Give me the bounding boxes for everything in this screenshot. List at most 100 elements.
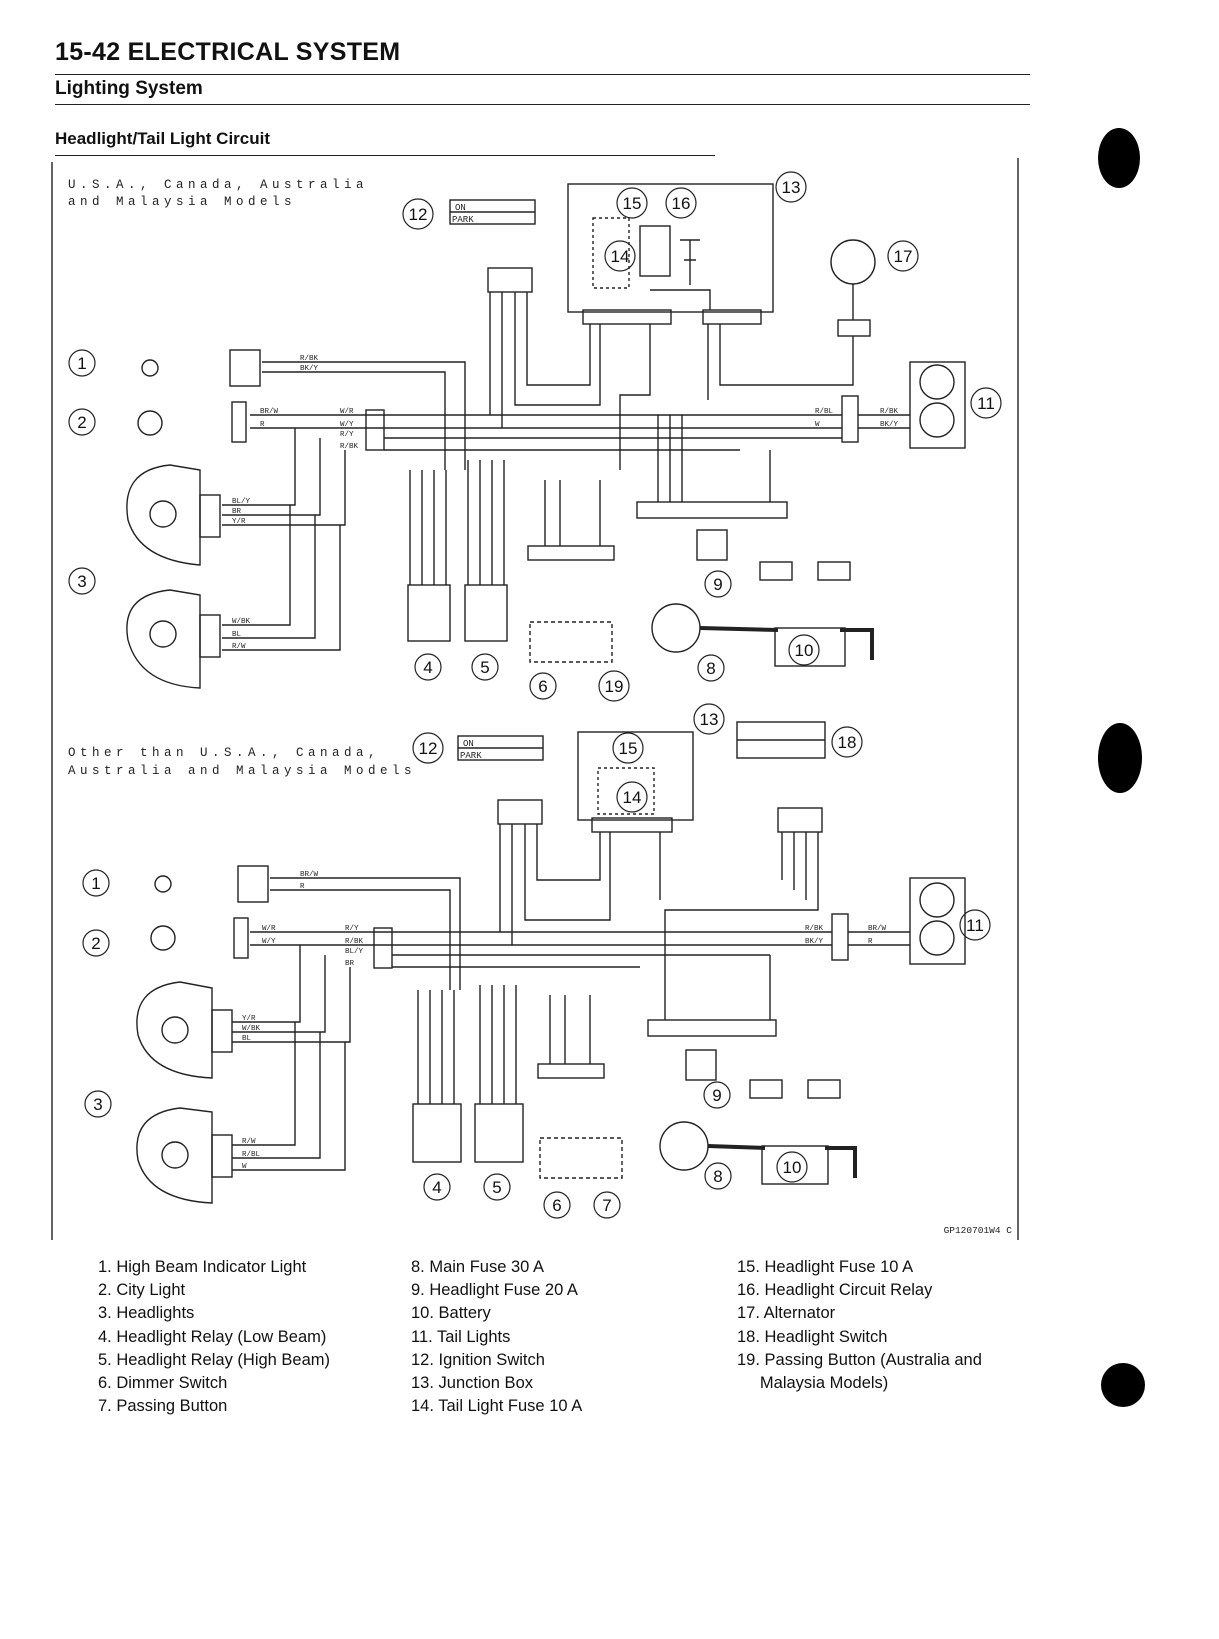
callout-13-bottom: 13: [693, 703, 725, 735]
legend-item: 18. Headlight Switch: [737, 1327, 888, 1346]
legend-item: 9. Headlight Fuse 20 A: [411, 1281, 578, 1300]
svg-text:1: 1: [77, 354, 86, 373]
callout-2-bottom: 2: [82, 929, 110, 957]
battery-top: [774, 627, 846, 667]
binder-hole-top: [1098, 128, 1140, 188]
city-light-bottom: [150, 925, 176, 951]
wire-color-label: BR/W: [300, 871, 319, 879]
callout-13-top: 13: [775, 171, 807, 203]
legend-item: 6. Dimmer Switch: [98, 1374, 228, 1393]
wire-color-label: R/BL: [242, 1151, 261, 1159]
callout-19-top: 19: [598, 670, 630, 702]
wire-color-label: Y/R: [242, 1015, 256, 1023]
high-beam-indicator-light-top: [141, 359, 159, 377]
legend-item: 13. Junction Box: [411, 1374, 533, 1393]
headlight-fuse-20a-top: [696, 529, 728, 561]
junction-box-bottom: [577, 731, 694, 821]
callout-9-bottom: 9: [703, 1081, 731, 1109]
ignition-on-label: ON: [455, 203, 466, 213]
callout-11-bottom: 11: [959, 909, 991, 941]
svg-text:18: 18: [838, 733, 857, 752]
wire-color-label: BL: [232, 631, 242, 639]
callout-17-top: 17: [887, 240, 919, 272]
wire-color-label: BL/Y: [345, 948, 364, 956]
figure-code: GP120701W4 C: [944, 1225, 1013, 1236]
wire-color-label: BR: [345, 960, 355, 968]
wire-color-label: BR/W: [260, 408, 279, 416]
headlight-upper-top: [126, 464, 201, 566]
svg-text:8: 8: [706, 659, 715, 678]
legend-item: 11. Tail Lights: [411, 1327, 511, 1346]
svg-text:9: 9: [712, 1086, 721, 1105]
relay-high-beam-bottom: [474, 1103, 524, 1163]
relay-low-beam-top: [407, 584, 451, 642]
top-models-label-2: and Malaysia Models: [68, 195, 296, 209]
svg-text:9: 9: [713, 575, 722, 594]
callout-5-bottom: 5: [483, 1173, 511, 1201]
svg-text:5: 5: [492, 1178, 501, 1197]
legend-item: 17. Alternator: [737, 1304, 836, 1323]
svg-text:4: 4: [432, 1178, 441, 1197]
binder-hole-middle: [1098, 723, 1142, 793]
legend-column-1: 1. High Beam Indicator Light 2. City Lig…: [98, 1256, 330, 1418]
callout-15-bottom: 15: [612, 732, 644, 764]
legend-item: 19. Passing Button (Australia and: [737, 1350, 982, 1369]
top-models-label-1: U.S.A., Canada, Australia: [68, 178, 368, 192]
svg-text:3: 3: [77, 572, 86, 591]
wire-color-label: R/BK: [340, 443, 359, 451]
svg-text:10: 10: [795, 641, 814, 660]
wire-color-label: R/W: [242, 1138, 256, 1146]
wire-color-label: W/R: [340, 408, 354, 416]
page-title: 15-42 ELECTRICAL SYSTEM: [55, 38, 401, 66]
svg-text:2: 2: [77, 413, 86, 432]
callout-8-bottom: 8: [704, 1162, 732, 1190]
binder-hole-bottom: [1101, 1363, 1145, 1407]
callout-16-top: 16: [665, 187, 697, 219]
dimmer-switch-bottom: [539, 1137, 623, 1179]
legend-item: 2. City Light: [98, 1281, 186, 1300]
svg-text:11: 11: [977, 394, 995, 413]
city-light-top: [137, 410, 163, 436]
svg-text:6: 6: [552, 1196, 561, 1215]
header-rule: [55, 74, 1030, 75]
wire-color-label: R/BK: [300, 355, 319, 363]
svg-text:1: 1: [91, 874, 100, 893]
svg-text:17: 17: [894, 247, 913, 266]
legend-item: 7. Passing Button: [98, 1397, 228, 1416]
callout-1-bottom: 1: [82, 869, 110, 897]
wire-color-label: W/BK: [242, 1025, 261, 1033]
wire-color-label: BK/Y: [300, 365, 319, 373]
legend-item: 4. Headlight Relay (Low Beam): [98, 1327, 327, 1346]
section-title: Headlight/Tail Light Circuit: [55, 129, 271, 148]
tail-lights-bottom: [909, 877, 966, 965]
callout-18-bottom: 18: [831, 726, 863, 758]
svg-text:13: 13: [700, 710, 719, 729]
wire-color-label: W: [242, 1163, 247, 1171]
legend-item: 1. High Beam Indicator Light: [98, 1258, 307, 1276]
bottom-models-label-2: Australia and Malaysia Models: [68, 764, 416, 778]
wire-color-label: W/R: [262, 925, 276, 933]
ignition-park-label: PARK: [452, 215, 474, 225]
legend-column-2: 8. Main Fuse 30 A 9. Headlight Fuse 20 A…: [411, 1256, 582, 1418]
section-rule: [55, 155, 715, 156]
headlight-lower-bottom: [136, 1107, 213, 1204]
svg-text:19: 19: [605, 677, 624, 696]
callout-2-top: 2: [68, 408, 96, 436]
wire-color-label: BR: [232, 508, 242, 516]
top-diagram: U.S.A., Canada, Australia and Malaysia M…: [68, 178, 966, 689]
main-fuse-top: [651, 603, 701, 653]
svg-text:13: 13: [782, 178, 801, 197]
headlight-lower-top: [126, 589, 201, 689]
wire-color-label: BK/Y: [880, 421, 899, 429]
wire-color-label: W/BK: [232, 618, 251, 626]
dimmer-switch-top: [529, 621, 613, 663]
svg-text:10: 10: [783, 1158, 802, 1177]
wire-color-label: R/BK: [880, 408, 899, 416]
bottom-models-label-1: Other than U.S.A., Canada,: [68, 746, 380, 760]
wire-color-label: W/Y: [262, 938, 276, 946]
wire-color-label: R/BL: [815, 408, 834, 416]
svg-text:11: 11: [966, 916, 984, 935]
callout-12-bottom: 12: [412, 732, 444, 764]
svg-text:4: 4: [423, 658, 432, 677]
relay-high-beam-top: [464, 584, 508, 642]
